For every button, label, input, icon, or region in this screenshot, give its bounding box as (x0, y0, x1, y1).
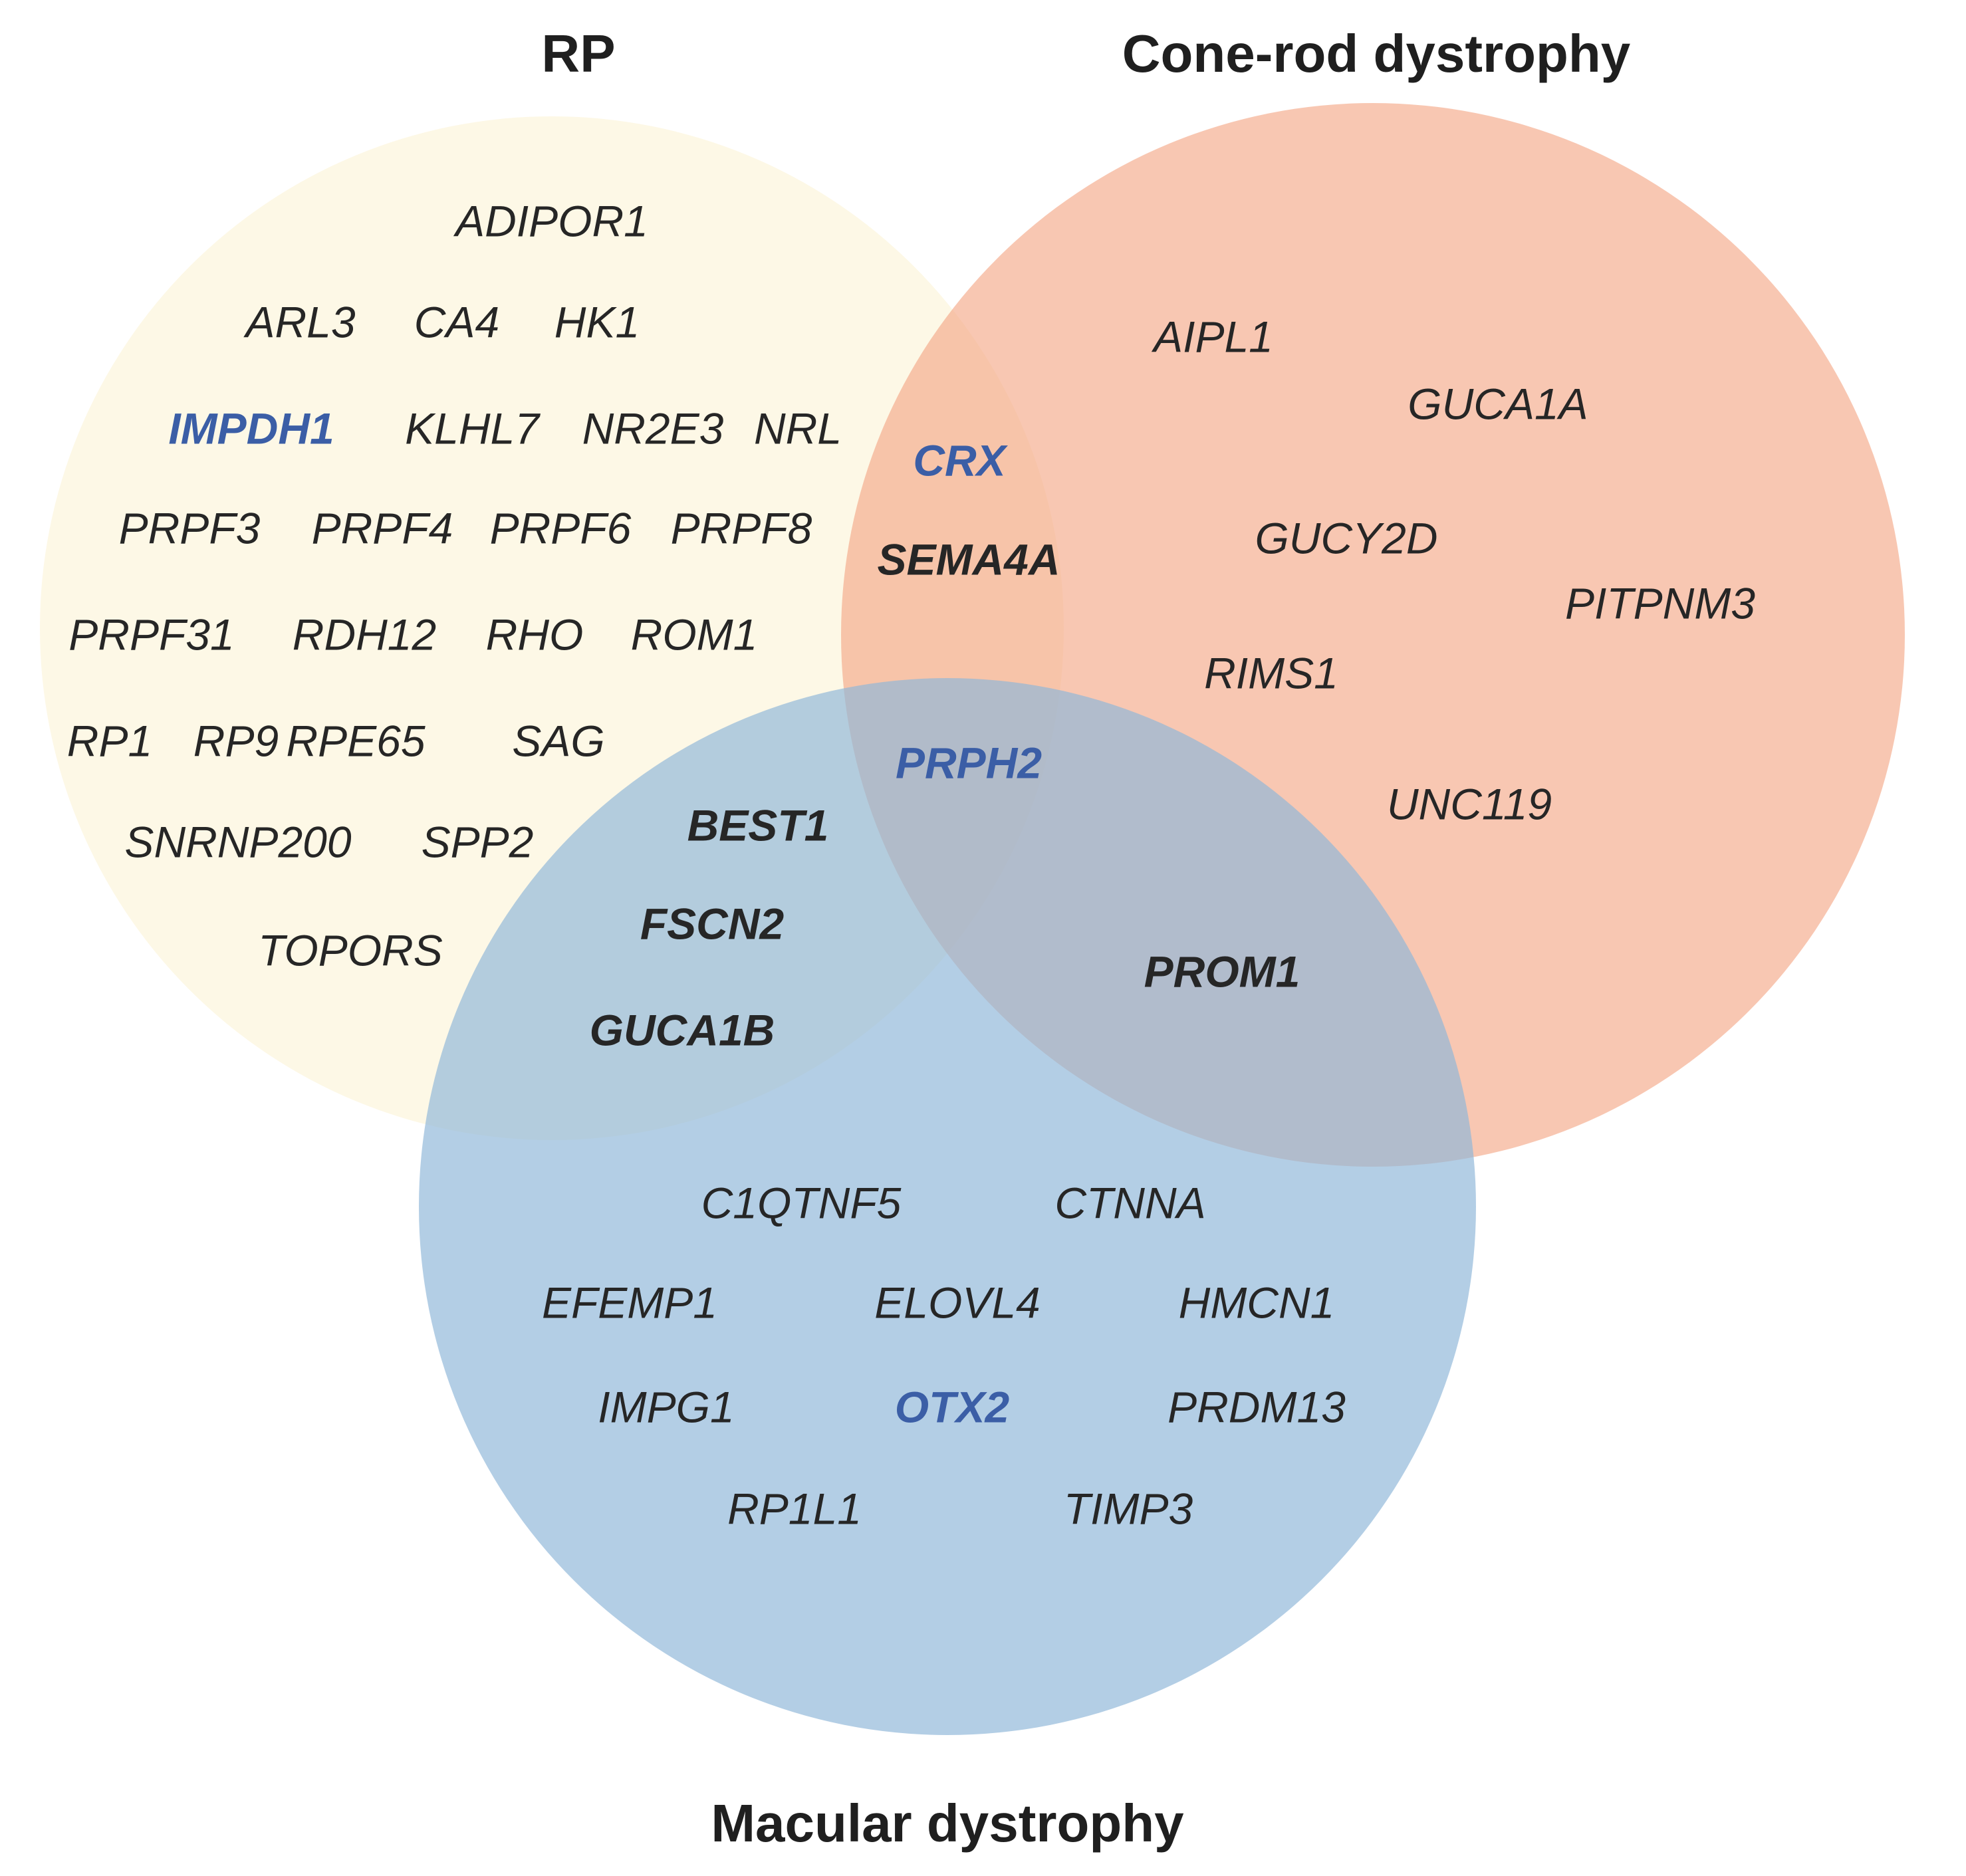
gene-label-aipl1: AIPL1 (1151, 312, 1273, 361)
gene-label-klhl7: KLHL7 (405, 404, 541, 453)
gene-label-timp3: TIMP3 (1064, 1484, 1193, 1533)
gene-label-prpf6: PRPF6 (490, 503, 632, 552)
gene-label-prpf8: PRPF8 (671, 503, 812, 552)
gene-label-otx2: OTX2 (895, 1382, 1010, 1431)
gene-label-impdh1: IMPDH1 (168, 404, 334, 453)
gene-label-hk1: HK1 (554, 297, 640, 346)
gene-label-impg1: IMPG1 (598, 1382, 734, 1431)
gene-label-fscn2: FSCN2 (640, 899, 785, 948)
gene-label-hmcn1: HMCN1 (1179, 1278, 1335, 1327)
gene-label-rims1: RIMS1 (1204, 648, 1338, 697)
gene-label-nr2e3: NR2E3 (582, 404, 724, 453)
gene-label-prpf3: PRPF3 (119, 503, 261, 552)
gene-label-prpf31: PRPF31 (68, 610, 234, 659)
gene-label-sag: SAG (512, 716, 604, 765)
gene-label-ca4: CA4 (414, 297, 499, 346)
gene-label-pitpnm3: PITPNM3 (1565, 578, 1755, 628)
gene-label-crx: CRX (913, 435, 1008, 485)
gene-label-prdm13: PRDM13 (1167, 1382, 1346, 1431)
gene-label-spp2: SPP2 (422, 817, 534, 866)
gene-label-best1: BEST1 (687, 800, 829, 850)
gene-label-sema4a: SEMA4A (877, 534, 1060, 584)
gene-label-gucy2d: GUCY2D (1255, 513, 1437, 562)
rp-title: RP (541, 24, 615, 83)
set-circles (40, 103, 1905, 1735)
gene-label-guca1a: GUCA1A (1408, 379, 1588, 428)
gene-label-arl3: ARL3 (243, 297, 355, 346)
gene-label-prom1: PROM1 (1144, 947, 1300, 996)
gene-label-topors: TOPORS (258, 925, 443, 975)
gene-label-rp1l1: RP1L1 (727, 1484, 862, 1533)
gene-label-ctnna: CTNNA (1054, 1178, 1205, 1227)
macular-title: Macular dystrophy (711, 1794, 1184, 1853)
gene-label-nrl: NRL (754, 404, 842, 453)
gene-label-unc119: UNC119 (1387, 779, 1552, 828)
gene-label-prph2: PRPH2 (896, 738, 1042, 787)
gene-label-efemp1: EFEMP1 (542, 1278, 717, 1327)
gene-label-prpf4: PRPF4 (312, 503, 453, 552)
gene-label-elovl4: ELOVL4 (874, 1278, 1041, 1327)
gene-label-rho: RHO (486, 610, 584, 659)
cone-rod-title: Cone-rod dystrophy (1122, 24, 1631, 83)
macular-circle (419, 678, 1476, 1735)
gene-label-guca1b: GUCA1B (590, 1005, 775, 1054)
gene-label-rpe65: RPE65 (286, 716, 425, 765)
gene-label-adipor1: ADIPOR1 (453, 196, 648, 245)
gene-label-rom1: ROM1 (631, 610, 758, 659)
gene-label-c1qtnf5: C1QTNF5 (701, 1178, 902, 1227)
gene-label-rp9: RP9 (193, 716, 279, 765)
gene-label-snrnp200: SNRNP200 (124, 817, 351, 866)
gene-label-rp1: RP1 (67, 716, 152, 765)
gene-label-rdh12: RDH12 (293, 610, 436, 659)
